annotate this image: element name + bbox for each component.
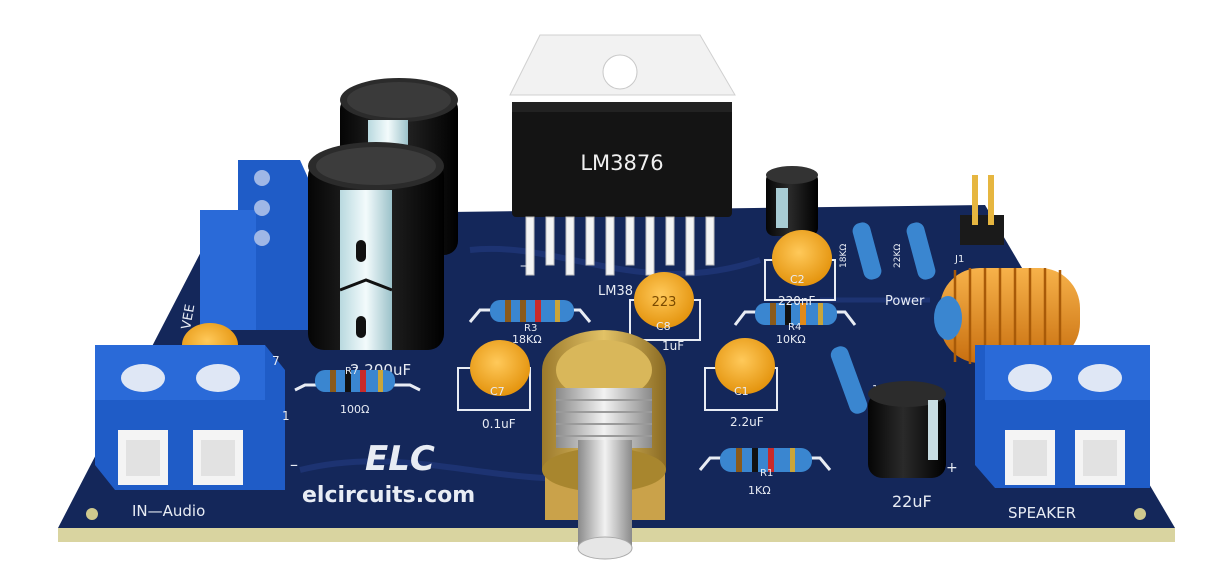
lm3876-chip: LM3876 LM38	[512, 102, 732, 299]
input-terminal-block	[95, 345, 285, 490]
ceramic-cap-c2: C2 220nF	[764, 230, 836, 308]
resistor-100-label: 100Ω	[340, 403, 369, 416]
j1-label: J1	[954, 254, 964, 265]
inductor-coil	[934, 268, 1080, 364]
resistor-1k-bottom-label: 1KΩ	[748, 484, 771, 497]
resistor-18k: R3 18KΩ	[468, 300, 592, 346]
chip-heatsink-tab	[509, 34, 736, 96]
minus-left: –	[290, 455, 298, 474]
ceramic-cap-c7: C7 0.1uF	[457, 340, 531, 431]
resistor-22k-small-label: 22KΩ	[893, 244, 903, 268]
big-capacitor-front	[308, 142, 444, 350]
speaker-terminal-block	[975, 345, 1150, 488]
c1-label: C1	[734, 385, 749, 398]
c1-value: 2.2uF	[730, 415, 764, 429]
resistor-1k-bottom: R1 1KΩ	[698, 448, 832, 497]
resistor-18k-small-label: 18KΩ	[839, 244, 849, 268]
resistor-10k-label: 10KΩ	[776, 333, 806, 346]
power-label: Power	[885, 294, 925, 309]
website-text: elcircuits.com	[302, 483, 475, 508]
resistor-18k-label: 18KΩ	[512, 333, 542, 346]
small-capacitor-top	[766, 166, 818, 236]
ceramic-cap-c8: 223 C8 1uF	[629, 272, 701, 353]
minus-mid: –	[520, 258, 527, 274]
j1-header: J1	[954, 175, 1004, 265]
c7-label: C7	[490, 385, 505, 398]
resistor-100-ohm: R7 100Ω	[294, 366, 421, 416]
resistors-top-right: 18KΩ 22KΩ Power	[839, 222, 936, 309]
ceramic-cap-c1: C1 2.2uF	[704, 338, 778, 429]
brand-logo-text: ELC	[365, 439, 435, 479]
c8-code: 223	[652, 295, 677, 310]
num-1: 1	[282, 409, 290, 423]
input-label: IN—Audio	[132, 502, 205, 520]
c7-value: 0.1uF	[482, 417, 516, 431]
resistor-r3-label: R3	[524, 323, 537, 334]
potentiometer	[542, 330, 666, 560]
resistor-left-label: R7	[345, 366, 358, 377]
chip-silk-label: LM38	[598, 284, 633, 299]
resistor-r4-label: R4	[788, 322, 801, 333]
resistor-r1-label: R1	[760, 468, 773, 479]
c2-label: C2	[790, 273, 805, 286]
supply-left-label: VEE	[179, 303, 198, 331]
c22-value: 22uF	[892, 492, 932, 511]
speaker-label: SPEAKER	[1008, 504, 1076, 522]
c8-value: 1uF	[662, 339, 684, 353]
c2-value: 220nF	[778, 294, 816, 308]
resistor-10k: R4 10KΩ	[733, 303, 857, 346]
chip-label: LM3876	[580, 151, 663, 175]
c8-label: C8	[656, 320, 671, 333]
plus-right: +	[946, 460, 958, 476]
num-7: 7	[272, 354, 280, 368]
capacitor-22uf: 22uF +	[868, 381, 958, 511]
